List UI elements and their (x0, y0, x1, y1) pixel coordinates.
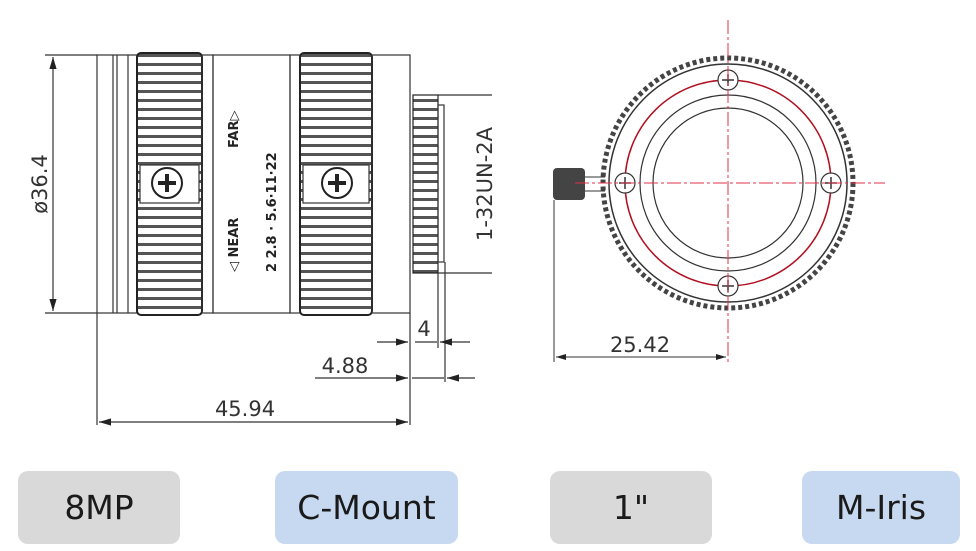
badge-iris: M-Iris (802, 471, 960, 544)
dim-length: 45.94 (215, 397, 275, 421)
dim-knob: 25.42 (610, 333, 670, 357)
badge-label: C-Mount (297, 488, 436, 527)
aperture-scale: 2 2.8 · 5.6·11·22 (265, 152, 280, 272)
c-mount-thread (412, 94, 439, 274)
lock-knob (553, 168, 585, 200)
diameter-label: ø36.4 (28, 154, 52, 214)
iris-ring (299, 52, 373, 316)
far-label: FAR▷ (227, 111, 242, 148)
dim-back: 4.88 (322, 354, 369, 378)
lens-drawing: ø36.4 1-32UN-2A 4 4.88 45.94 ◁ NEAR FAR▷… (28, 20, 885, 426)
side-view (45, 52, 492, 426)
badge-resolution: 8MP (18, 471, 180, 544)
near-label: ◁ NEAR (227, 218, 242, 272)
badge-label: M-Iris (835, 488, 927, 527)
thread-label: 1-32UN-2A (473, 126, 497, 241)
badge-sensor-size: 1" (550, 471, 712, 544)
badge-label: 1" (612, 488, 650, 527)
focus-ring (136, 52, 203, 316)
badge-label: 8MP (64, 488, 134, 527)
dim-flange: 4 (417, 317, 430, 341)
badge-mount: C-Mount (275, 471, 458, 544)
rear-barrel (371, 54, 411, 314)
front-view (553, 20, 885, 362)
